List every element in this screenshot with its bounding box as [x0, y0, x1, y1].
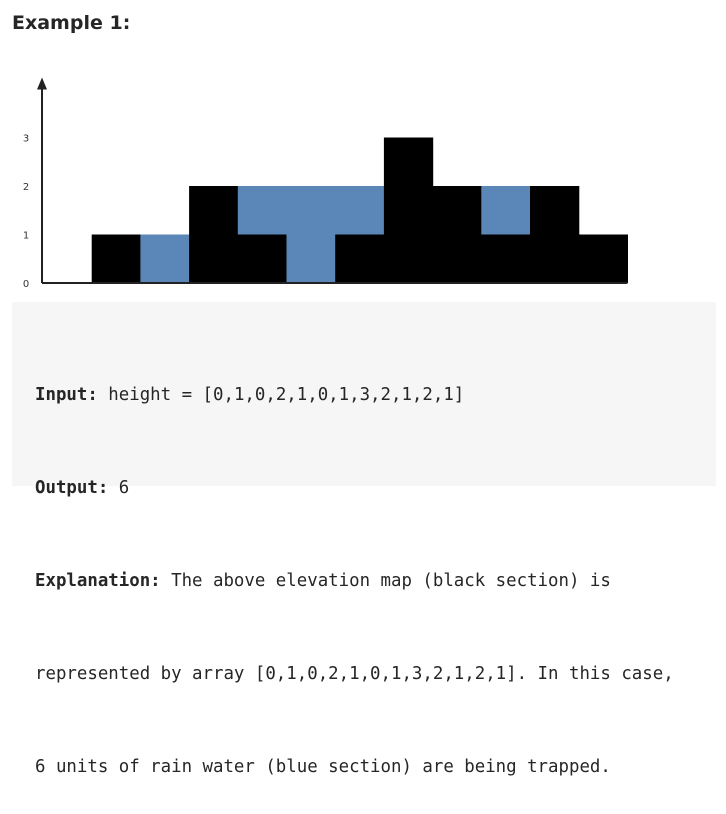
example-code-block: Input: height = [0,1,0,2,1,0,1,3,2,1,2,1… [12, 302, 716, 777]
input-line: Input: height = [0,1,0,2,1,0,1,3,2,1,2,1… [35, 380, 692, 411]
y-tick-label-3: 3 [23, 134, 29, 145]
water-bar-4 [237, 186, 288, 235]
y-tick-label-1: 1 [23, 231, 29, 242]
output-label: Output: [35, 478, 109, 498]
elevation-map-chart: 0 1 2 3 [0, 0, 726, 300]
elevation-bar-7 [383, 137, 434, 283]
y-tick-label-2: 2 [23, 182, 29, 193]
elevation-bar-6 [335, 234, 385, 283]
explanation-line-1: Explanation: The above elevation map (bl… [35, 566, 692, 597]
elevation-bar-1 [91, 234, 141, 283]
elevation-bar-8 [432, 186, 482, 283]
elevation-bar-3 [189, 186, 239, 283]
input-label: Input: [35, 385, 98, 405]
output-value: 6 [108, 478, 130, 498]
explanation-label: Explanation: [35, 571, 161, 591]
elevation-bar-10 [530, 186, 580, 283]
explanation-line-3: 6 units of rain water (blue section) are… [35, 757, 611, 777]
water-bar-5 [286, 186, 336, 283]
water-bar-2 [140, 234, 190, 283]
elevation-bar-11 [578, 234, 628, 283]
explanation-text-1: The above elevation map (black section) … [160, 571, 611, 591]
elevation-bar-4 [237, 234, 288, 283]
y-axis-arrow-icon [37, 77, 47, 90]
water-bar-6 [335, 186, 385, 235]
output-line: Output: 6 [35, 473, 692, 504]
input-value: height = [0,1,0,2,1,0,1,3,2,1,2,1] [97, 385, 465, 405]
example-title: Example 1: [12, 12, 131, 34]
elevation-bar-9 [481, 234, 531, 283]
elevation-map-svg: 0 1 2 3 [23, 77, 628, 290]
y-tick-label-0: 0 [23, 279, 29, 290]
explanation-line-2: represented by array [0,1,0,2,1,0,1,3,2,… [35, 664, 674, 684]
water-bar-9 [481, 186, 531, 235]
